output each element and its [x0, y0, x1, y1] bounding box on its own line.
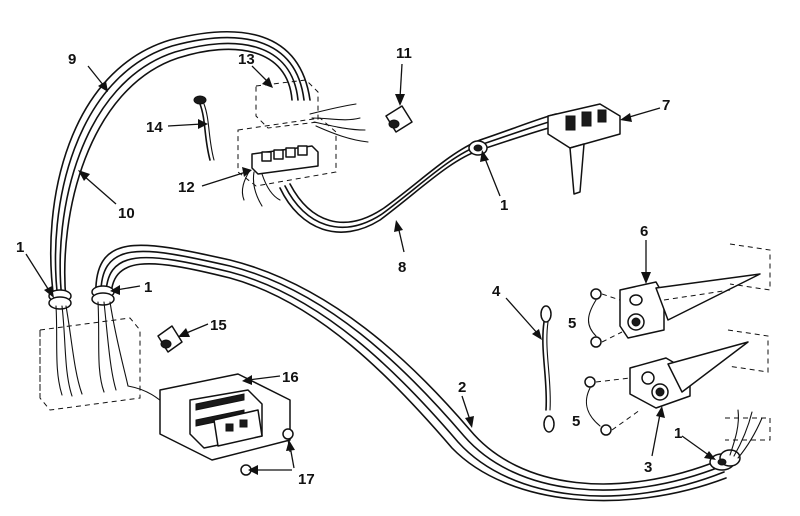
- callout-13: 9: [68, 51, 76, 68]
- callout-15: 15: [210, 317, 227, 334]
- callout-7: 7: [662, 97, 670, 114]
- callout-3: 3: [644, 459, 652, 476]
- callout-12: 14: [146, 119, 163, 136]
- harness-13-14: [49, 31, 311, 301]
- part-15-wire-nut: [157, 325, 183, 353]
- part-16-relay: [159, 373, 291, 461]
- callout-4: 4: [492, 283, 501, 300]
- part-3-switch: [629, 329, 769, 409]
- callout-11: 13: [238, 51, 255, 68]
- block-11: [255, 79, 319, 129]
- part-12-jumper: [193, 95, 215, 161]
- grommet-harness-8: [468, 140, 488, 156]
- harness-2: [95, 244, 727, 502]
- wire-fanout-right: [725, 409, 771, 459]
- callout-1-harness-8: 1: [500, 197, 508, 214]
- callout-10: 12: [178, 179, 195, 196]
- block-10: [237, 117, 337, 207]
- callout-labels: 9 10 1 1 1 1 2 3 4 5 5 6 7 8 11 12 13 14…: [16, 45, 682, 488]
- callout-16: 16: [282, 369, 299, 386]
- callout-1-left-center: 1: [144, 279, 152, 296]
- callout-2: 2: [458, 379, 466, 396]
- callout-14: 10: [118, 205, 135, 222]
- part-7-terminal: [547, 103, 621, 195]
- callout-6: 6: [640, 223, 648, 240]
- callout-1-right: 1: [674, 425, 682, 442]
- callout-8: 8: [398, 259, 406, 276]
- callout-9: 11: [396, 45, 412, 62]
- grommet-left-center: [91, 285, 115, 306]
- wire-fanout-block-11: [309, 103, 369, 143]
- screws-5-upper: [587, 288, 623, 348]
- part-4-ground-wire: [540, 305, 555, 433]
- callout-5-upper: 5: [568, 315, 576, 332]
- part-9-wire-nut: [385, 105, 413, 133]
- callout-1-upper-left: 1: [16, 239, 24, 256]
- junction-box-left: [39, 301, 173, 411]
- part-6-switch: [619, 243, 771, 339]
- leader-lines: [25, 63, 716, 475]
- callout-17: 17: [298, 471, 315, 488]
- screws-5-lower: [584, 376, 641, 436]
- callout-5-lower: 5: [572, 413, 580, 430]
- harness-8: [279, 113, 557, 233]
